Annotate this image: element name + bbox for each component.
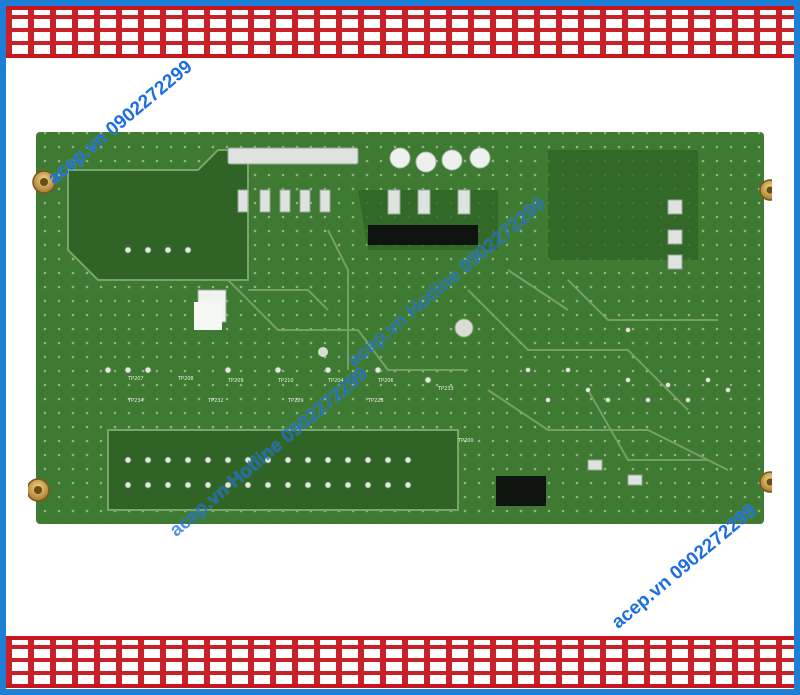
tp-label: TP207: [127, 376, 144, 382]
tp-label: TP200: [457, 438, 474, 444]
tp-label: TP233: [437, 386, 454, 392]
tp-label: TP232: [207, 398, 224, 404]
bottom-border-edge: [6, 636, 794, 640]
black-pad: [368, 225, 478, 245]
black-pad-2: [496, 476, 546, 506]
top-border-edge: [6, 6, 794, 10]
bottom-decorative-border: [6, 636, 794, 688]
tp-label: TP228: [367, 398, 384, 404]
top-decorative-border: [6, 6, 794, 58]
tp-label: TP204: [327, 378, 344, 384]
pcb-illustration: SMT TP207 TP208 TP209 TP210 TP204 TP206 …: [26, 132, 781, 524]
tp-label: TP229: [287, 398, 304, 404]
smt-label: SMT: [200, 293, 213, 300]
tp-label: TP210: [277, 378, 294, 384]
mounting-hole: [318, 347, 328, 357]
copper-area-left: [67, 149, 249, 281]
tp-label: TP234: [127, 398, 144, 404]
bottom-border-edge-lower: [6, 684, 794, 688]
tp-label: TP208: [177, 376, 194, 382]
copper-area-bottom: [107, 429, 459, 511]
tp-label-group: TP207 TP208 TP209 TP210 TP204 TP206 TP23…: [127, 376, 474, 444]
tp-label: TP209: [227, 378, 244, 384]
top-border-edge-lower: [6, 54, 794, 58]
tp-label: TP206: [377, 378, 394, 384]
circuit-board: SMT TP207 TP208 TP209 TP210 TP204 TP206 …: [26, 130, 781, 535]
